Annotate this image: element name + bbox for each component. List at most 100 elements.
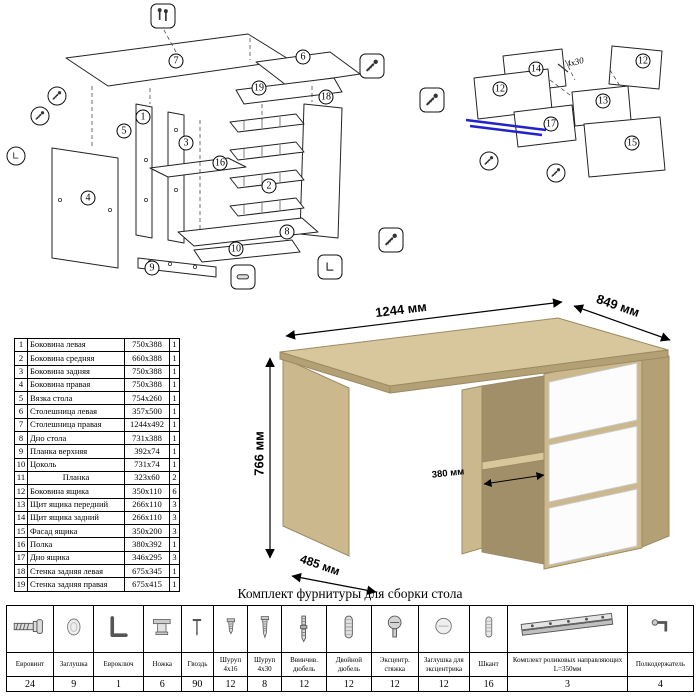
part-size: 266x110 — [124, 497, 170, 512]
slide-hatches — [243, 117, 281, 214]
hardware-item-qty: 12 — [325, 676, 372, 692]
part-size: 731x388 — [124, 431, 170, 446]
panel-bottom — [177, 217, 319, 247]
hardware-item-name: Шуруп 4x16 — [212, 652, 249, 677]
panel-left-side — [51, 147, 119, 269]
part-qty: 1 — [169, 564, 180, 579]
desk-shelf-opening — [481, 375, 545, 565]
part-qty: 1 — [169, 364, 180, 379]
cam-lock-icon — [370, 605, 419, 653]
part-name: Боковина средняя — [27, 351, 125, 366]
part-size: 380x392 — [124, 537, 170, 552]
cap-icon — [52, 605, 95, 653]
nail-icon — [180, 605, 214, 653]
dimension-lines — [265, 298, 671, 596]
part-size: 1244x492 — [124, 417, 170, 433]
panel-right-side — [299, 103, 343, 239]
part-name: Планка верхняя — [27, 444, 125, 459]
part-number: 10 — [14, 457, 28, 472]
part-qty: 1 — [169, 577, 180, 592]
hardware-item-qty: 90 — [180, 676, 214, 692]
part-name: Дно ящика — [27, 550, 125, 566]
part-qty: 6 — [169, 484, 180, 499]
hardware-item-name: Полкодержатель — [626, 652, 695, 677]
part-qty: 1 — [169, 351, 180, 366]
part-size: 750x388 — [124, 337, 170, 353]
part-size: 750x388 — [124, 377, 170, 393]
desk-drawer-1 — [548, 362, 638, 440]
hardware-item-name: Евровинт — [6, 652, 54, 677]
part-qty: 1 — [169, 417, 180, 433]
part-name: Боковина правая — [27, 377, 125, 393]
shelf-pin-icon — [626, 605, 695, 653]
drawer-slide-1 — [229, 113, 305, 133]
part-number: 9 — [14, 444, 28, 459]
exploded-diagram-main-desk — [51, 29, 371, 278]
hardware-item-qty: 12 — [417, 676, 470, 692]
drawer-side-panel-right — [608, 45, 663, 90]
part-number: 6 — [14, 404, 28, 419]
dimension-label-height: 766 мм — [251, 431, 267, 476]
part-number: 7 — [14, 417, 28, 433]
screw-long-icon — [247, 605, 283, 653]
part-size: 323x60 — [124, 470, 170, 486]
part-name: Щит ящика передний — [27, 497, 125, 512]
hardware-item-qty: 16 — [468, 676, 509, 692]
leg-icon — [142, 605, 182, 653]
part-size: 675x345 — [124, 564, 170, 579]
part-name: Щит ящика задний — [27, 510, 125, 526]
part-size: 346x295 — [124, 550, 170, 566]
drawer-facade — [583, 116, 666, 178]
hardware-item-qty: 3 — [507, 676, 628, 692]
part-size: 731x74 — [124, 457, 170, 472]
drawer-panels — [473, 45, 666, 178]
hardware-item-qty: 4 — [626, 676, 695, 692]
drawer-slide-3 — [229, 169, 305, 189]
part-size: 266x110 — [124, 510, 170, 526]
part-number: 18 — [14, 564, 28, 579]
hardware-item-qty: 24 — [6, 676, 54, 692]
part-size: 357x500 — [124, 404, 170, 419]
exploded-diagram-drawer — [465, 45, 666, 178]
part-qty: 3 — [169, 524, 180, 539]
hardware-item-name: Заглушка — [52, 652, 95, 677]
part-name: Стенка задняя правая — [27, 577, 125, 592]
hardware-item-qty: 6 — [142, 676, 182, 692]
part-qty: 1 — [169, 444, 180, 459]
hardware-item-name: Ввинчив. дюбель — [281, 652, 327, 677]
panel-plinth — [193, 239, 301, 263]
wood-dowel-icon — [468, 605, 509, 653]
panel-tie — [135, 103, 153, 239]
part-name: Стенка задняя левая — [27, 564, 125, 579]
part-qty: 1 — [169, 391, 180, 406]
drawer-slide-rail — [465, 118, 547, 137]
part-number: 13 — [14, 497, 28, 512]
part-name: Столешница левая — [27, 404, 125, 419]
hardware-item-name: Двойной дюбель — [325, 652, 372, 677]
part-size: 392x74 — [124, 444, 170, 459]
euro-screw-icon — [6, 605, 54, 653]
panel-back-right — [235, 77, 343, 105]
double-dowel-icon — [325, 605, 372, 653]
hardware-icons-row — [6, 605, 695, 653]
panel-shelf — [149, 157, 247, 178]
part-name: Боковина левая — [27, 337, 125, 353]
part-name: Боковина задняя — [27, 364, 125, 379]
part-number: 19 — [14, 577, 28, 592]
drawer-guide-lines — [549, 59, 621, 96]
part-number: 5 — [14, 391, 28, 406]
hardware-kit-title: Комплект фурнитуры для сборки стола — [237, 586, 463, 601]
part-number: 2 — [14, 351, 28, 366]
part-name: Боковина ящика — [27, 484, 125, 499]
hardware-item-name: Эксцентр. стяжка — [370, 652, 419, 677]
part-name: Столешница правая — [27, 417, 125, 433]
part-name: Полка — [27, 537, 125, 552]
